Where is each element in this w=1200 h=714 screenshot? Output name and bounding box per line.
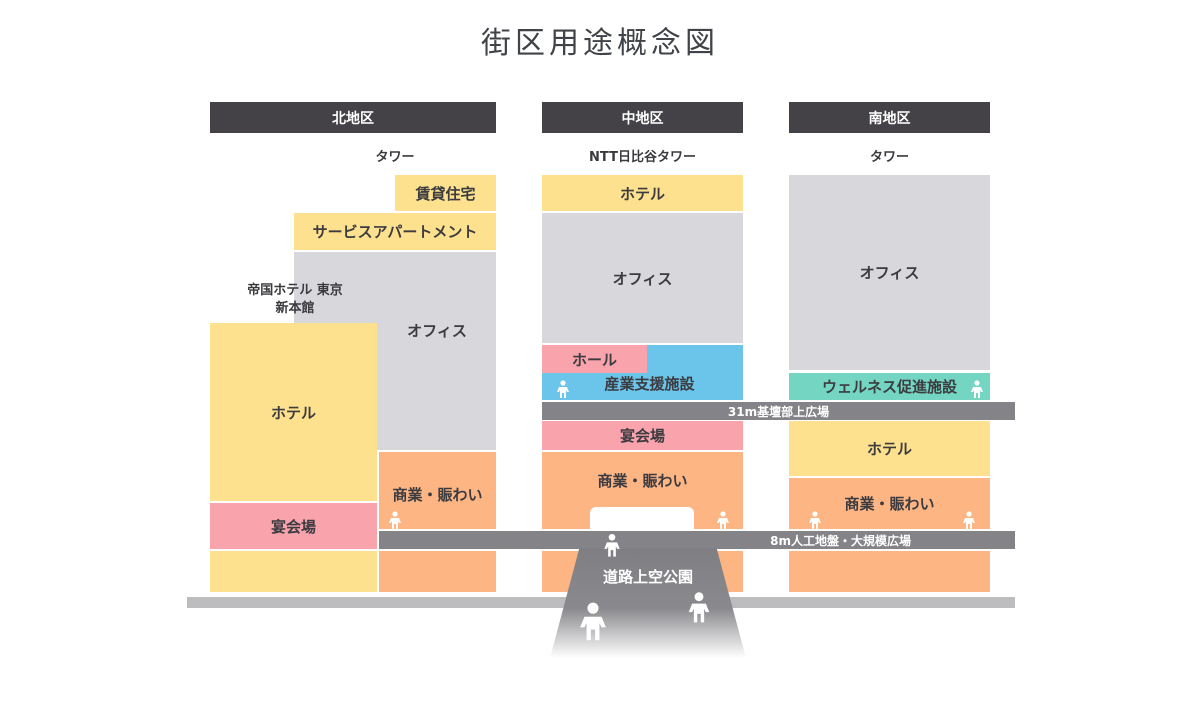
person-icon bbox=[808, 511, 822, 529]
middle-passage-opening bbox=[590, 507, 694, 531]
north-hotel-block: ホテル bbox=[210, 323, 377, 501]
person-icon bbox=[603, 531, 621, 559]
podium-31m-deck: 31m基壇部上広場 bbox=[542, 402, 1015, 420]
person-icon bbox=[578, 600, 608, 642]
middle-district-header: 中地区 bbox=[542, 102, 743, 133]
south-wellness-block: ウェルネス促進施設 bbox=[789, 373, 990, 400]
middle-banquet-block: 宴会場 bbox=[542, 421, 743, 450]
imperial-hotel-label-line1: 帝国ホテル 東京 bbox=[247, 283, 343, 298]
person-icon bbox=[556, 380, 570, 398]
person-icon bbox=[388, 511, 402, 529]
artificial-ground-8m-deck: 8m人工地盤・大規模広場 bbox=[379, 531, 1015, 549]
north-hotel-lower-block bbox=[210, 551, 377, 592]
south-commercial-block: 商業・賑わい bbox=[789, 478, 990, 529]
road-park-trapezoid bbox=[550, 548, 746, 658]
south-office-block: オフィス bbox=[789, 175, 990, 370]
imperial-hotel-label: 帝国ホテル 東京 新本館 bbox=[232, 282, 358, 318]
north-office-label: オフィス bbox=[407, 322, 467, 340]
imperial-hotel-label-line2: 新本館 bbox=[275, 301, 315, 316]
south-district-header: 南地区 bbox=[789, 102, 990, 133]
south-tower-label: タワー bbox=[869, 150, 909, 165]
north-banquet-block: 宴会場 bbox=[210, 503, 377, 549]
south-commercial-lower-block bbox=[789, 551, 990, 592]
north-tower-label: タワー bbox=[375, 150, 415, 165]
south-hotel-block: ホテル bbox=[789, 421, 990, 476]
person-icon bbox=[687, 590, 711, 624]
person-icon bbox=[962, 511, 976, 529]
middle-hall-block: ホール bbox=[542, 345, 647, 373]
north-serviced-apartment-block: サービスアパートメント bbox=[294, 213, 496, 250]
middle-hotel-block: ホテル bbox=[542, 175, 743, 211]
north-district-header: 北地区 bbox=[210, 102, 496, 133]
road-park-label: 道路上空公園 bbox=[602, 568, 693, 586]
middle-tower-label: NTT日比谷タワー bbox=[589, 150, 696, 165]
north-commercial-lower-block bbox=[379, 551, 496, 592]
person-icon bbox=[970, 380, 984, 398]
diagram-title: 街区用途概念図 bbox=[481, 26, 719, 61]
person-icon bbox=[716, 511, 730, 529]
north-rental-housing-block: 賃貸住宅 bbox=[395, 175, 496, 211]
middle-office-block: オフィス bbox=[542, 213, 743, 343]
north-commercial-block: 商業・賑わい bbox=[379, 452, 496, 529]
